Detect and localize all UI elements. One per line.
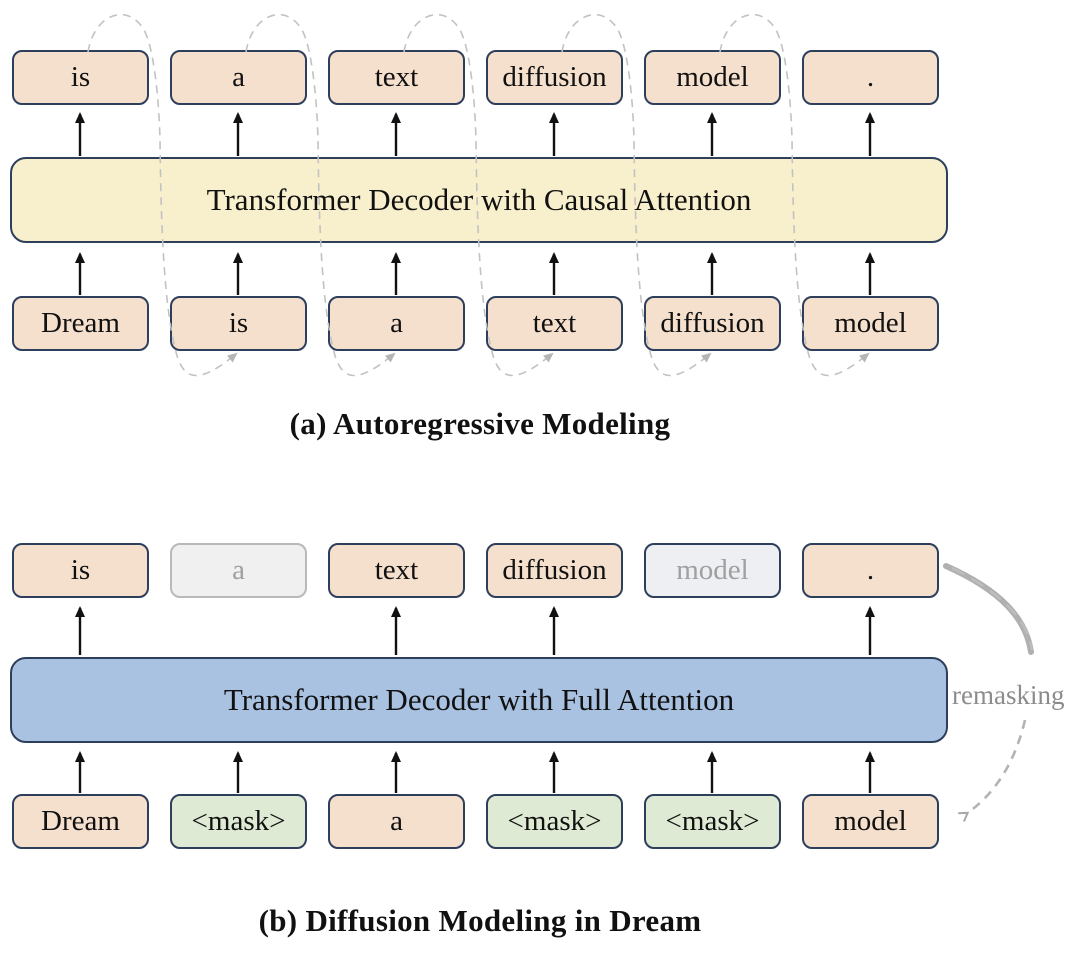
a-input-token-a: a — [328, 296, 465, 351]
a-output-token-a: a — [170, 50, 307, 105]
token-label: text — [532, 307, 577, 339]
b-output-arrows — [75, 606, 875, 655]
b-output-token-period: . — [802, 543, 939, 598]
a-output-arrows — [75, 112, 875, 156]
token-label: <mask> — [665, 805, 760, 837]
token-label: Dream — [41, 805, 120, 837]
token-label: is — [228, 307, 249, 339]
b-decoder-box: Transformer Decoder with Full Attention — [10, 657, 948, 743]
token-label: model — [834, 805, 907, 837]
token-label: . — [866, 61, 875, 93]
token-label: model — [834, 307, 907, 339]
a-output-token-is: is — [12, 50, 149, 105]
b-output-token-model-masked: model — [644, 543, 781, 598]
token-label: diffusion — [660, 307, 765, 339]
a-output-token-model: model — [644, 50, 781, 105]
token-label: <mask> — [191, 805, 286, 837]
b-input-token-mask-3: <mask> — [644, 794, 781, 849]
b-output-token-diffusion: diffusion — [486, 543, 623, 598]
b-input-token-a: a — [328, 794, 465, 849]
token-label: text — [374, 554, 419, 586]
a-input-token-model: model — [802, 296, 939, 351]
token-label: a — [232, 61, 245, 93]
token-label: model — [676, 61, 749, 93]
b-input-arrows — [75, 751, 875, 793]
token-label: diffusion — [502, 554, 607, 586]
a-input-arrows — [75, 252, 875, 295]
a-output-token-diffusion: diffusion — [486, 50, 623, 105]
token-label: is — [70, 554, 91, 586]
token-label: diffusion — [502, 61, 607, 93]
a-input-token-diffusion: diffusion — [644, 296, 781, 351]
b-input-token-mask-2: <mask> — [486, 794, 623, 849]
token-label: a — [390, 805, 403, 837]
b-output-token-a-masked: a — [170, 543, 307, 598]
a-input-token-dream: Dream — [12, 296, 149, 351]
b-caption: (b) Diffusion Modeling in Dream — [258, 903, 702, 938]
token-label: Dream — [41, 307, 120, 339]
a-decoder-label: Transformer Decoder with Causal Attentio… — [206, 182, 752, 217]
token-label: is — [70, 61, 91, 93]
b-output-token-is: is — [12, 543, 149, 598]
b-input-token-model: model — [802, 794, 939, 849]
b-input-token-dream: Dream — [12, 794, 149, 849]
token-label: text — [374, 61, 419, 93]
token-label: <mask> — [507, 805, 602, 837]
a-output-token-text: text — [328, 50, 465, 105]
b-input-token-mask-1: <mask> — [170, 794, 307, 849]
token-label: model — [676, 554, 749, 586]
a-input-token-text: text — [486, 296, 623, 351]
token-label: a — [390, 307, 403, 339]
b-decoder-label: Transformer Decoder with Full Attention — [223, 682, 735, 717]
token-label: a — [232, 554, 245, 586]
a-output-token-period: . — [802, 50, 939, 105]
a-caption: (a) Autoregressive Modeling — [289, 406, 671, 441]
a-input-token-is: is — [170, 296, 307, 351]
b-output-token-text: text — [328, 543, 465, 598]
token-label: . — [866, 554, 875, 586]
remasking-label: remasking — [952, 680, 1065, 710]
a-decoder-box: Transformer Decoder with Causal Attentio… — [10, 157, 948, 243]
